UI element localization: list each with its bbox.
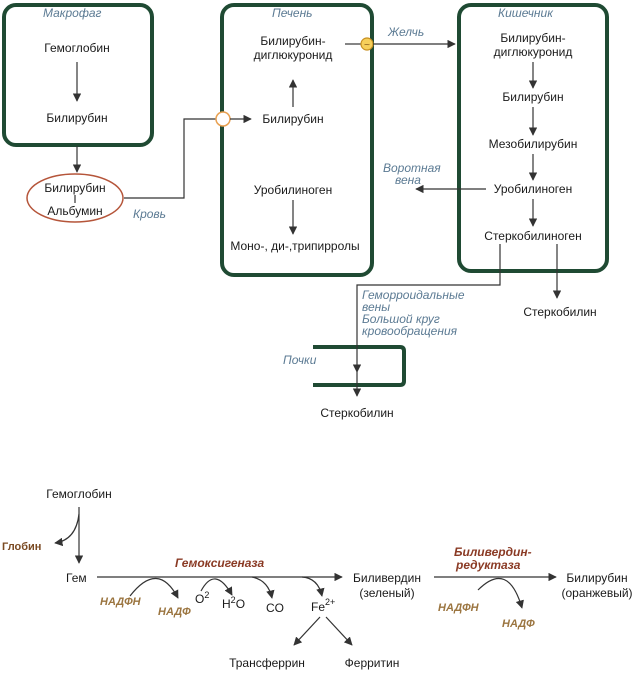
portal-vein-line1: Воротная bbox=[383, 161, 441, 175]
intestine-bdg-line2: диглюкуронид bbox=[494, 45, 573, 59]
macrophage-title: Макрофаг bbox=[43, 6, 102, 20]
transferrin-label: Трансферрин bbox=[229, 656, 305, 670]
co-label: CO bbox=[266, 601, 284, 615]
nadp-1: НАДФ bbox=[158, 606, 191, 618]
globin-label: Глобин bbox=[2, 541, 41, 553]
o2-label: O2 bbox=[195, 590, 209, 606]
liver-title: Печень bbox=[272, 6, 313, 20]
liver-pyrroles: Моно-, ди-,трипирролы bbox=[230, 239, 359, 253]
liver-bdg-line1: Билирубин- bbox=[260, 34, 325, 48]
systemic-circulation-path bbox=[352, 244, 501, 373]
biliverdin-label: Биливердин bbox=[353, 571, 421, 585]
arrow-co bbox=[251, 576, 275, 599]
blood-path bbox=[124, 118, 217, 199]
intestine-stercobilinogen: Стеркобилиноген bbox=[484, 229, 581, 243]
arrow-globin-branch bbox=[54, 513, 80, 547]
liver-bilirubin: Билирубин bbox=[262, 112, 323, 126]
liver-box bbox=[220, 3, 374, 277]
nadph-1: НАДФН bbox=[100, 596, 142, 608]
nadph-2: НАДФН bbox=[438, 602, 480, 614]
complex-albumin: Альбумин bbox=[47, 204, 102, 218]
bilirubin-final: Билирубин bbox=[566, 571, 627, 585]
intestine-bdg-line1: Билирубин- bbox=[500, 31, 565, 45]
intestine-mesobilirubin: Мезобилирубин bbox=[489, 137, 578, 151]
intestine-bilirubin: Билирубин bbox=[502, 90, 563, 104]
stercobilin-bottom: Стеркобилин bbox=[320, 406, 393, 420]
intestine-box bbox=[457, 3, 609, 273]
liver-bdg-line2: диглюкуронид bbox=[254, 48, 333, 62]
arrow-nadph-nadp-1 bbox=[129, 578, 179, 599]
veins-line2: вены bbox=[362, 300, 390, 314]
transporter-tilde: ~ bbox=[364, 40, 371, 49]
macrophage-hemoglobin: Гемоглобин bbox=[44, 41, 109, 55]
h2o-label: H2O bbox=[222, 595, 245, 611]
intestine-title: Кишечник bbox=[498, 6, 554, 20]
veins-line3: Большой круг bbox=[362, 312, 440, 326]
arrow-fe bbox=[301, 576, 325, 597]
reductase-line1: Биливердин- bbox=[454, 545, 532, 559]
fe-label: Fe2+ bbox=[311, 597, 335, 614]
hemoglobin-bottom: Гемоглобин bbox=[46, 487, 111, 501]
veins-line4: кровообращения bbox=[362, 324, 458, 338]
heme-oxygenase-label: Гемоксигеназа bbox=[175, 556, 265, 570]
arrow-o2-h2o bbox=[200, 578, 233, 596]
biliverdin-color: (зеленый) bbox=[359, 586, 414, 600]
blood-label: Кровь bbox=[133, 207, 166, 221]
kidney-box bbox=[313, 345, 406, 387]
bile-label: Желчь bbox=[387, 25, 424, 39]
arrow-nadph-nadp-2 bbox=[477, 578, 524, 609]
arrow-fe-to-transferrin bbox=[293, 616, 321, 646]
stercobilin-right: Стеркобилин bbox=[523, 305, 596, 319]
arrow-fe-to-ferritin bbox=[325, 616, 353, 646]
ferritin-label: Ферритин bbox=[345, 656, 400, 670]
portal-vein-line2: вена bbox=[395, 173, 421, 187]
veins-line1: Геморроидальные bbox=[362, 288, 465, 302]
macrophage-bilirubin: Билирубин bbox=[46, 111, 107, 125]
heme-label: Гем bbox=[66, 571, 87, 585]
macrophage-box bbox=[2, 3, 154, 147]
nadp-2: НАДФ bbox=[502, 618, 535, 630]
reductase-line2: редуктаза bbox=[455, 558, 521, 572]
bilirubin-color: (оранжевый) bbox=[561, 586, 632, 600]
intestine-urobilinogen: Уробилиноген bbox=[494, 182, 572, 196]
complex-bilirubin: Билирубин bbox=[44, 181, 105, 195]
liver-uptake-transporter bbox=[215, 111, 231, 127]
liver-urobilinogen: Уробилиноген bbox=[254, 183, 332, 197]
bilirubin-albumin-ellipse bbox=[26, 173, 124, 223]
kidney-label: Почки bbox=[283, 353, 317, 367]
